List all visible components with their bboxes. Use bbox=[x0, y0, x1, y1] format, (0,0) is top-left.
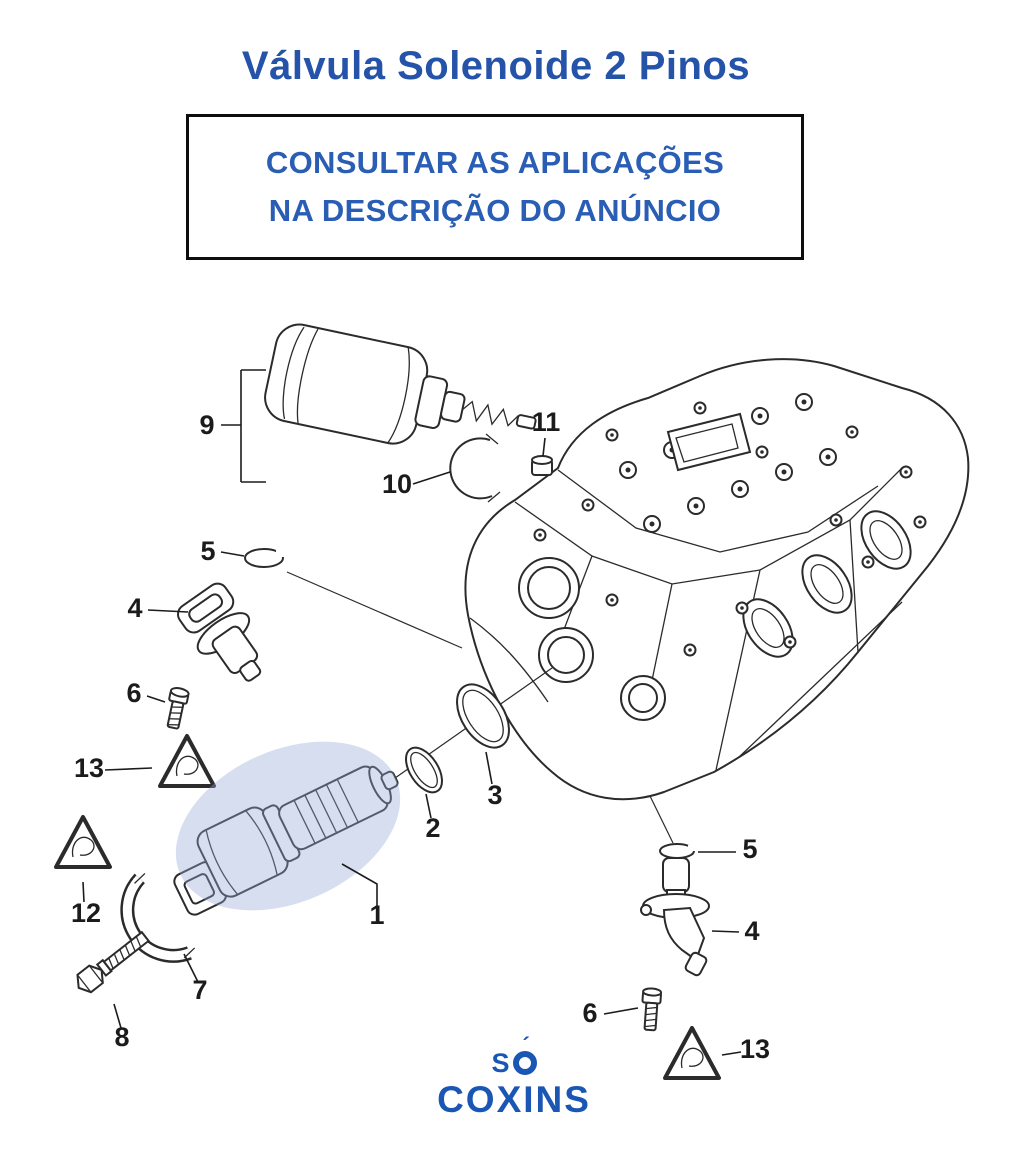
bushing-icon: ´ bbox=[512, 1035, 537, 1075]
part-label-9: 9 bbox=[199, 410, 214, 440]
nut-drawing bbox=[531, 455, 553, 476]
logo-top: S´ bbox=[0, 1035, 1028, 1078]
leader-lines bbox=[82, 369, 742, 1056]
screw-right-drawing bbox=[641, 987, 663, 1032]
bolt-heads bbox=[533, 401, 927, 657]
part-label-11: 11 bbox=[532, 407, 561, 437]
notice-line-1: CONSULTAR AS APLICAÇÕES bbox=[265, 145, 725, 180]
engine-cylinder-head-drawing bbox=[464, 358, 970, 801]
part-label-4-left: 4 bbox=[127, 593, 142, 623]
warning-triangle-12 bbox=[54, 815, 112, 869]
oring-large-drawing bbox=[456, 683, 510, 749]
bolt-drawing bbox=[76, 930, 150, 994]
part-label-4-right: 4 bbox=[744, 916, 759, 946]
logo-bottom: COXINS bbox=[437, 1079, 591, 1120]
part-label-3: 3 bbox=[487, 780, 502, 810]
page-title: Válvula Solenoide 2 Pinos bbox=[241, 44, 751, 88]
logo: S´ COXINS bbox=[0, 1035, 1028, 1121]
part-labels: 9 10 11 5 4 6 13 12 2 3 1 7 8 5 4 6 13 bbox=[71, 407, 770, 1064]
part-label-7: 7 bbox=[192, 975, 207, 1005]
left-face-ports bbox=[518, 557, 666, 721]
part-label-8: 8 bbox=[114, 1022, 129, 1052]
logo-top-s: S bbox=[491, 1048, 511, 1078]
part-label-5-right: 5 bbox=[742, 834, 757, 864]
solenoid-valve-drawing bbox=[173, 765, 399, 916]
part-label-13-right: 13 bbox=[740, 1034, 770, 1064]
circlip-right-drawing bbox=[659, 843, 696, 859]
part-label-5-left: 5 bbox=[200, 536, 215, 566]
part-label-6-left: 6 bbox=[126, 678, 141, 708]
part-label-10: 10 bbox=[382, 469, 412, 499]
warning-triangle-left bbox=[158, 734, 216, 788]
part-label-6-right: 6 bbox=[582, 998, 597, 1028]
camshaft-sensor-left-drawing bbox=[177, 582, 262, 682]
right-face-ports bbox=[742, 510, 912, 658]
oring-small-drawing bbox=[405, 746, 443, 794]
circlip-left-drawing bbox=[244, 548, 285, 568]
warning-triangle-right bbox=[663, 1026, 721, 1080]
solenoid-motor-drawing bbox=[264, 323, 537, 445]
notice-box: CONSULTAR AS APLICAÇÕES NA DESCRIÇÃO DO … bbox=[186, 114, 804, 260]
part-label-12: 12 bbox=[71, 898, 101, 928]
notice-line-2: NA DESCRIÇÃO DO ANÚNCIO bbox=[268, 193, 722, 228]
part-label-2: 2 bbox=[425, 813, 440, 843]
part-label-13-left: 13 bbox=[74, 753, 104, 783]
camshaft-sensor-right-drawing bbox=[640, 857, 710, 977]
clamp-drawing bbox=[449, 433, 501, 503]
logo-accent: ´ bbox=[522, 1033, 531, 1058]
part-label-1: 1 bbox=[369, 900, 384, 930]
screw-left-drawing bbox=[166, 687, 190, 730]
highlight-ellipse bbox=[175, 741, 401, 911]
